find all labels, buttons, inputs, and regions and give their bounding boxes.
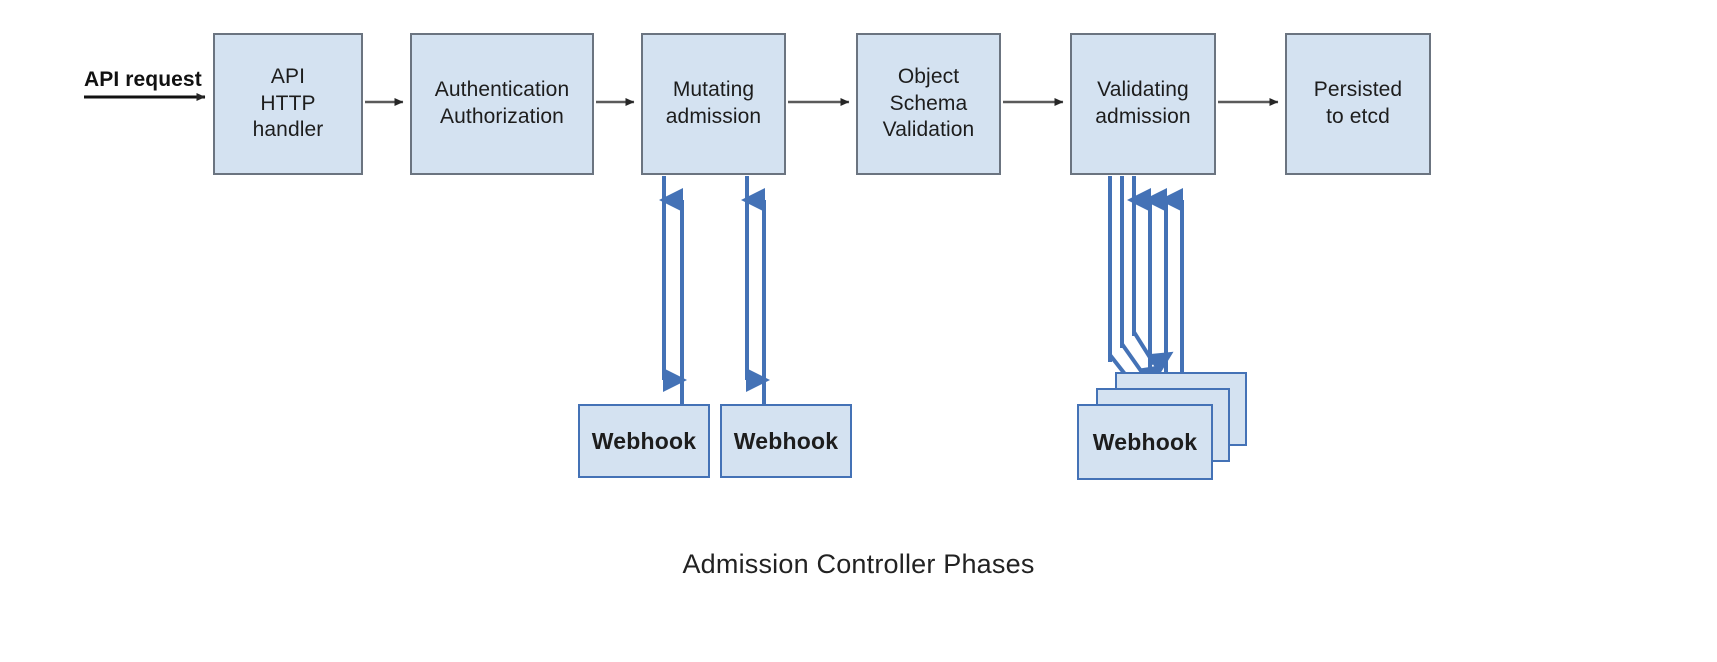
node-persisted-to-etcd[interactable]: Persisted to etcd bbox=[1285, 33, 1431, 175]
node-mutating-admission[interactable]: Mutating admission bbox=[641, 33, 786, 175]
webhook-label: Webhook bbox=[733, 427, 839, 454]
webhook-mutating-2[interactable]: Webhook bbox=[720, 404, 852, 478]
node-object-schema-validation[interactable]: Object Schema Validation bbox=[856, 33, 1001, 175]
node-validating-admission[interactable]: Validating admission bbox=[1070, 33, 1216, 175]
node-label: Object Schema Validation bbox=[882, 64, 975, 142]
webhook-validating-1[interactable]: Webhook bbox=[1077, 404, 1213, 480]
diagram-caption: Admission Controller Phases bbox=[682, 549, 1035, 579]
node-authentication-authorization[interactable]: Authentication Authorization bbox=[410, 33, 594, 175]
node-label: API HTTP handler bbox=[252, 64, 324, 142]
api-request-label: API request bbox=[84, 68, 202, 91]
node-label: Mutating admission bbox=[665, 78, 762, 128]
webhook-mutating-1[interactable]: Webhook bbox=[578, 404, 710, 478]
node-api-http-handler[interactable]: API HTTP handler bbox=[213, 33, 363, 175]
node-label: Persisted to etcd bbox=[1313, 78, 1403, 128]
node-label: Validating admission bbox=[1095, 78, 1191, 128]
webhook-label: Webhook bbox=[1092, 428, 1198, 455]
webhook-label: Webhook bbox=[591, 427, 697, 454]
node-label: Authentication Authorization bbox=[434, 78, 570, 128]
